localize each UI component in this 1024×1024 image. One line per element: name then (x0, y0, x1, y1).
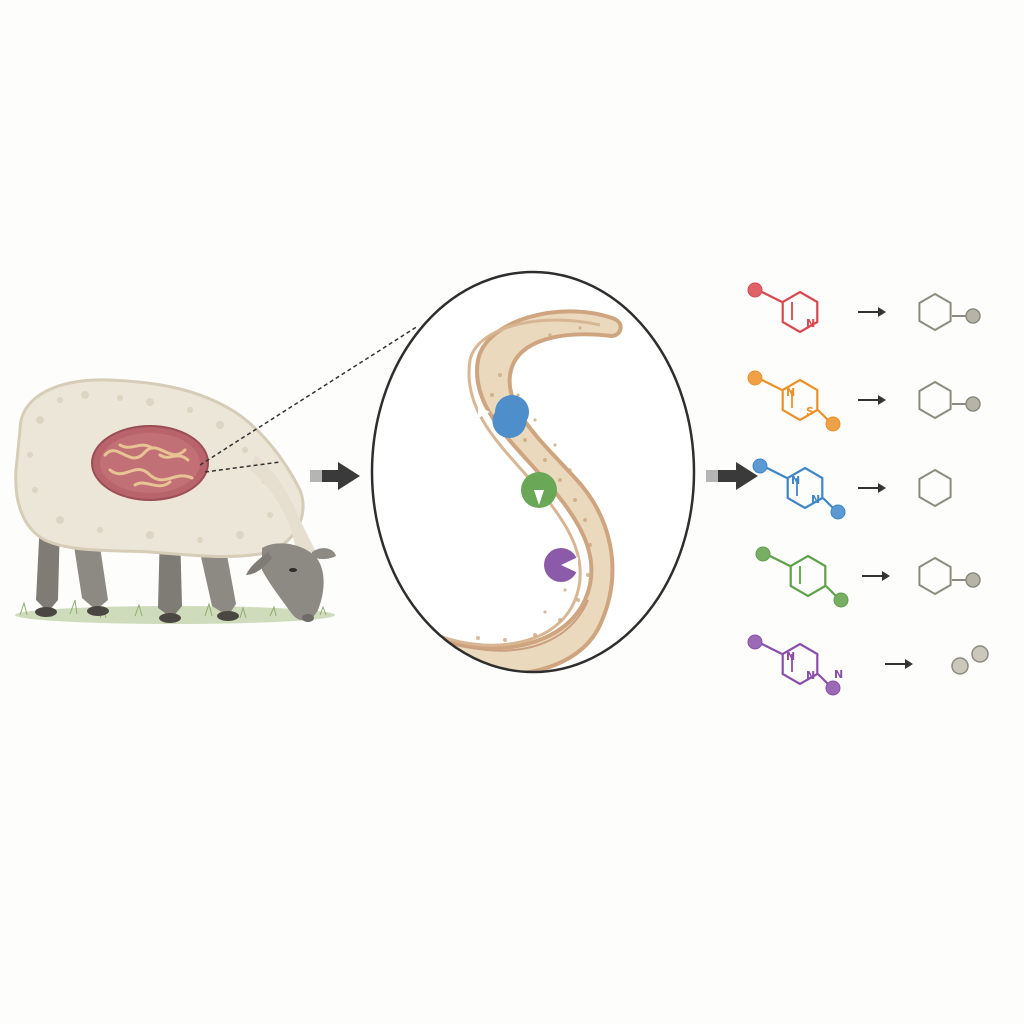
metabolism-arrow (885, 659, 913, 669)
metabolite-product (919, 558, 980, 594)
compound-row (756, 547, 980, 607)
atom-label: S (806, 405, 814, 418)
metabolite-product (919, 382, 980, 418)
atom-label: N (811, 493, 820, 506)
metabolism-arrow (858, 483, 886, 493)
parent-compound (756, 547, 848, 607)
compound-row: N (748, 283, 980, 332)
parent-compound: NN (753, 459, 845, 519)
enzyme-purple (544, 548, 578, 582)
atom-label: N (834, 668, 843, 681)
atom-label: N (786, 386, 795, 399)
compound-row: SN (748, 371, 980, 431)
parent-compound: SN (748, 371, 840, 431)
atom-label: N (806, 317, 815, 330)
metabolism-arrow (858, 395, 886, 405)
process-arrow-2 (706, 462, 758, 490)
metabolite-product (952, 646, 988, 674)
sheep-nose (302, 614, 314, 622)
parent-compound: NNN (748, 635, 843, 695)
process-arrow-1 (310, 462, 360, 490)
compound-row: NNN (748, 635, 988, 695)
infected-stomach (92, 426, 208, 500)
magnification-lens (372, 272, 694, 674)
metabolite-product (919, 294, 980, 330)
parent-compound: N (748, 283, 817, 332)
atom-label: N (791, 474, 800, 487)
enzyme-green (521, 472, 557, 508)
compound-row: NN (753, 459, 951, 519)
metabolite-product (919, 470, 950, 506)
sheep-eye (289, 568, 297, 572)
atom-label: N (786, 650, 795, 663)
metabolism-arrow (858, 307, 886, 317)
sheep-ear (312, 548, 336, 559)
metabolism-arrow (862, 571, 890, 581)
atom-label: N (806, 669, 815, 682)
